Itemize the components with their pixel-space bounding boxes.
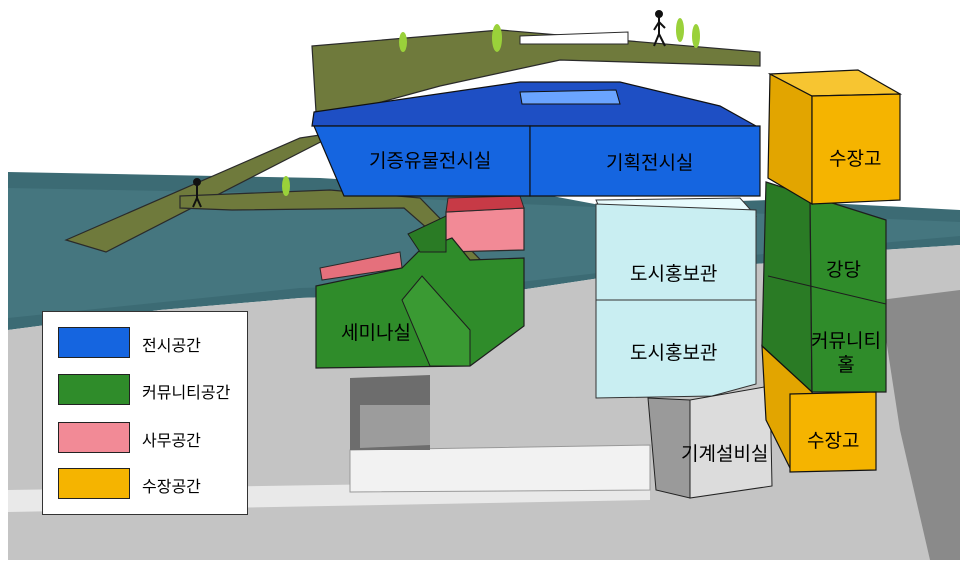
seminar-block-face bbox=[401, 275, 471, 367]
room-label-community-hall-line2: 홀 bbox=[837, 354, 855, 376]
tree-icon bbox=[676, 18, 684, 42]
room-label-storage-top: 수장고 bbox=[829, 148, 882, 170]
room-label-mechanical: 기계설비실 bbox=[681, 443, 769, 465]
mechanical-block bbox=[689, 385, 773, 499]
tree-icon bbox=[692, 24, 700, 48]
promo-hall-upper bbox=[595, 203, 757, 301]
legend-item-community: 커뮤니티공간 bbox=[58, 374, 243, 408]
legend-swatch-storage bbox=[58, 468, 130, 499]
tower-divider bbox=[767, 275, 887, 305]
top-walkway-opening bbox=[519, 31, 629, 45]
room-label-storage-bottom: 수장고 bbox=[807, 430, 860, 452]
legend: 전시공간 커뮤니티공간 사무공간 수장공간 bbox=[42, 311, 248, 515]
tree-icon bbox=[282, 176, 290, 196]
legend-swatch-community bbox=[58, 374, 130, 405]
legend-label-exhibition: 전시공간 bbox=[142, 336, 201, 355]
room-label-city-promo-lower: 도시홍보관 bbox=[630, 342, 718, 364]
ground-shadow-block-2 bbox=[360, 405, 430, 448]
exhibition-skylight bbox=[519, 89, 621, 105]
ground-dark-strip bbox=[880, 290, 960, 560]
tree-icon bbox=[492, 24, 502, 52]
legend-swatch-exhibition bbox=[58, 327, 130, 358]
room-label-special-exhibition: 기획전시실 bbox=[606, 152, 694, 174]
legend-swatch-office bbox=[58, 422, 130, 453]
room-label-city-promo-upper: 도시홍보관 bbox=[630, 263, 718, 285]
exhibition-block-right bbox=[529, 125, 761, 197]
tower-front bbox=[809, 195, 887, 393]
ground-road bbox=[349, 444, 651, 493]
room-label-auditorium: 강당 bbox=[826, 259, 861, 281]
tree-icon bbox=[399, 32, 407, 52]
person-icon bbox=[192, 178, 202, 208]
seminar-block-wall bbox=[407, 215, 447, 253]
storage-bottom-front bbox=[789, 391, 877, 473]
storage-top-front bbox=[811, 93, 901, 205]
legend-item-exhibition: 전시공간 bbox=[58, 327, 243, 361]
room-label-community-hall-line1: 커뮤니티 bbox=[811, 330, 881, 352]
legend-item-storage: 수장공간 bbox=[58, 468, 243, 502]
room-label-donated-artifacts: 기증유물전시실 bbox=[369, 150, 492, 172]
promo-hall-lower bbox=[595, 299, 757, 399]
office-block-top bbox=[445, 195, 525, 213]
legend-label-office: 사무공간 bbox=[142, 431, 201, 450]
legend-item-office: 사무공간 bbox=[58, 422, 243, 456]
legend-label-community: 커뮤니티공간 bbox=[142, 383, 231, 402]
room-label-seminar: 세미나실 bbox=[341, 322, 411, 344]
person-icon bbox=[653, 10, 666, 47]
legend-label-storage: 수장공간 bbox=[142, 477, 201, 496]
